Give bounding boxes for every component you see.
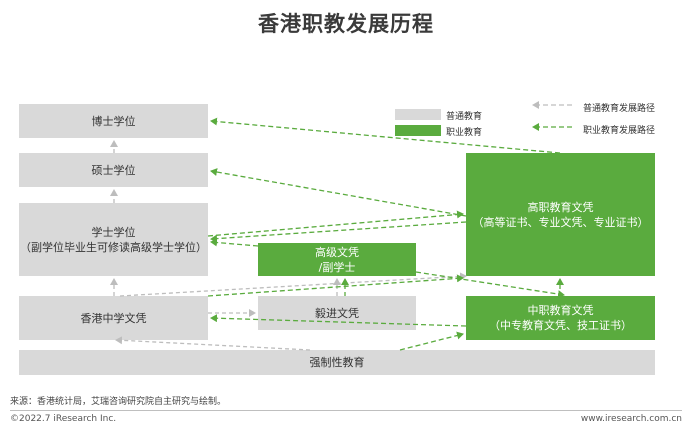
page-title: 香港职教发展历程 [258,12,434,36]
associate-degree-label: /副学士 [318,260,356,274]
higher-vocational-note: （高等证书、专业文凭、专业证书） [472,215,649,229]
legend-vocational-swatch [395,125,441,136]
mid-vocational-label: 中职教育文凭 [527,304,594,317]
arrow-bachelor-to-higher-voc [207,210,464,237]
hkdse-label: 香港中学文凭 [80,311,147,325]
arrow-higher-diploma-to-mid-voc [415,271,565,299]
hkdse-box: 香港中学文凭 [19,296,208,340]
arrow-compulsory-to-mid-voc [399,331,464,351]
legend-general-path-label: 普通教育发展路径 [583,104,656,114]
arrow-compulsory-to-hkdse [115,336,311,351]
bachelor-degree-box: 学士学位 （副学位毕业生可修读高级学士学位） [19,203,208,276]
arrow-higher-voc-to-doctor [210,117,561,154]
master-degree-box: 硕士学位 [19,153,208,187]
higher-diploma-box: 高级文凭 /副学士 [258,243,416,276]
legend-general-swatch [395,109,441,120]
doctor-degree-box: 博士学位 [19,104,208,138]
arrow-hkdse-to-higher-vocational-gray [119,272,467,297]
legend-vocational-path-label: 职业教育发展路径 [583,126,656,136]
master-degree-label: 硕士学位 [91,163,136,177]
compulsory-education-box: 强制性教育 [19,350,655,375]
arrow-hkdse-to-higher-voc [207,274,464,297]
footer-copyright: ©2022.7 iResearch Inc. [10,414,117,424]
legend-vocational-label: 职业教育 [446,128,483,138]
higher-vocational-label: 高职教育文凭 [527,200,594,214]
bachelor-degree-label: 学士学位 [91,225,136,239]
source-note: 来源：香港统计局，艾瑞咨询研究院自主研究与绘制。 [10,397,227,407]
arrow-higher-voc-to-master [210,168,467,217]
footer-website: www.iresearch.com.cn [580,414,682,424]
bachelor-degree-note: （副学位毕业生可修读高级学士学位） [20,240,207,254]
doctor-degree-label: 博士学位 [91,114,136,128]
legend-general-label: 普通教育 [446,112,483,122]
footer-divider [10,410,682,411]
compulsory-education-label: 强制性教育 [309,356,365,369]
arrow-mid-voc-to-hkdse [210,314,467,327]
higher-vocational-box: 高职教育文凭 （高等证书、专业文凭、专业证书） [466,153,655,276]
mid-vocational-box: 中职教育文凭 （中专教育文凭、技工证书） [466,296,655,340]
yijin-diploma-label: 毅进文凭 [315,306,359,320]
arrow-higher-voc-to-bachelor [210,221,467,243]
arrow-higher-diploma-to-bachelor [210,238,259,247]
higher-diploma-label: 高级文凭 [315,245,359,259]
mid-vocational-note: （中专教育文凭、技工证书） [489,319,632,332]
yijin-diploma-box: 毅进文凭 [258,296,416,330]
